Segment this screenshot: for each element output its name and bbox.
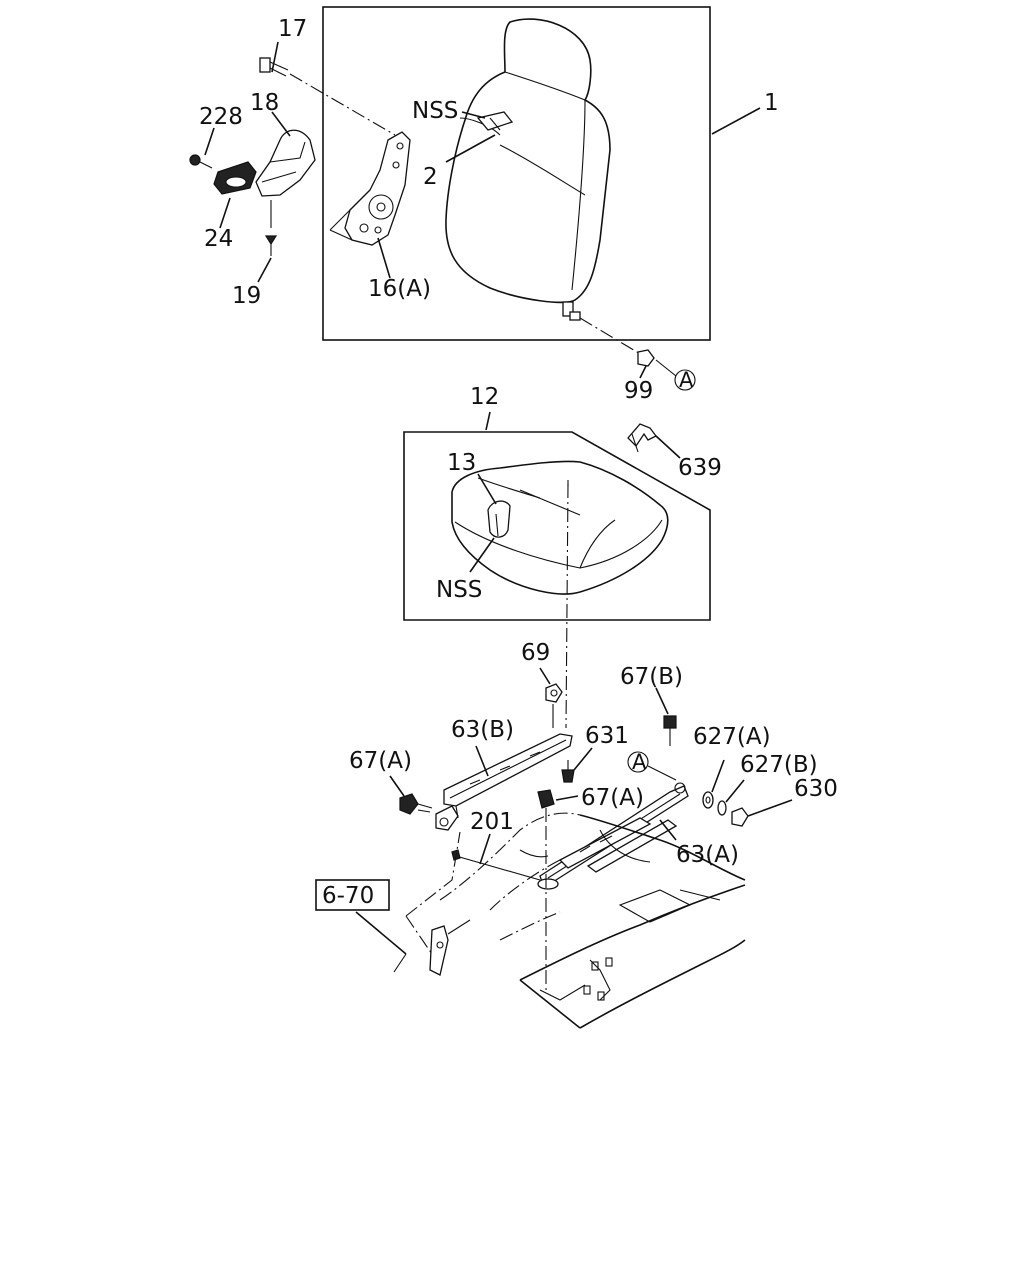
seatback-box: [322, 6, 711, 341]
marker-a-1: [674, 369, 696, 391]
label-639: 639: [678, 455, 722, 481]
label-201: 201: [470, 809, 514, 835]
recliner-bracket: [329, 131, 411, 246]
label-69: 69: [521, 640, 550, 666]
leader-18: [271, 111, 291, 137]
recliner-cover: [255, 129, 316, 197]
leader-ref: [355, 911, 407, 955]
label-627a: 627(A): [693, 724, 771, 750]
seat-cushion: [451, 460, 669, 595]
bolt-201: [451, 849, 541, 881]
cushion-box: [403, 431, 711, 621]
marker-a-2: [627, 751, 649, 773]
leader-marka2: [647, 765, 677, 781]
screw-19: [264, 235, 278, 256]
bolt-67a-left: [399, 793, 433, 815]
label-nss-1: NSS: [412, 98, 458, 124]
label-67b: 67(B): [620, 664, 683, 690]
leader-bolt-17: [289, 73, 396, 136]
recliner-knob: [213, 161, 257, 195]
label-19: 19: [232, 283, 261, 309]
leader-cushion-rail: [565, 483, 569, 729]
leader-nss1: [461, 111, 486, 119]
leader-63a: [659, 819, 677, 841]
leader-63b: [475, 745, 489, 777]
label-17: 17: [278, 16, 307, 42]
leader-201: [479, 833, 491, 865]
leader-16a: [377, 237, 391, 279]
leader-seatback-stud: [579, 317, 643, 356]
reference-box: [315, 879, 390, 911]
seat-rail-63a: [537, 782, 689, 890]
leader-13: [477, 473, 497, 505]
label-13: 13: [447, 450, 476, 476]
label-18: 18: [250, 90, 279, 116]
label-228: 228: [199, 104, 243, 130]
leader-67b: [655, 687, 669, 715]
leader-228: [204, 127, 215, 156]
leader-630: [747, 799, 793, 817]
bolt-67a-mid: [537, 789, 555, 822]
leader-1: [711, 107, 761, 135]
label-63b: 63(B): [451, 717, 514, 743]
clip-639: [627, 423, 657, 453]
leader-17: [271, 41, 279, 73]
label-63a: 63(A): [676, 842, 739, 868]
leader-69: [539, 667, 551, 685]
label-1: 1: [764, 90, 779, 116]
leader-639: [655, 435, 681, 459]
leader-marka1: [655, 359, 677, 377]
label-16a: 16(A): [368, 276, 431, 302]
leader-24: [219, 197, 231, 229]
label-ref-6-70: 6-70: [322, 883, 374, 909]
seatback-cushion: [445, 18, 611, 321]
leader-67a-mid: [555, 795, 579, 801]
leader-2: [445, 134, 496, 163]
seat-rail-63b: [435, 733, 573, 831]
label-631: 631: [585, 723, 629, 749]
leader-627a: [711, 759, 725, 793]
nut-630: [731, 807, 749, 827]
leader-19: [257, 257, 272, 283]
cushion-strap: [487, 500, 511, 538]
label-2: 2: [423, 164, 438, 190]
washer-627a: [702, 791, 714, 809]
marker-a-2-text: A: [632, 750, 647, 774]
label-630: 630: [794, 776, 838, 802]
label-67a-left: 67(A): [349, 748, 412, 774]
leader-627b: [725, 779, 745, 803]
leader-631: [573, 747, 593, 771]
washer-627b: [717, 800, 727, 816]
label-nss-2: NSS: [436, 577, 482, 603]
screw-228: [189, 154, 213, 169]
bolt-631: [561, 760, 575, 783]
bolt-67b: [663, 715, 677, 746]
marker-a-1-text: A: [679, 368, 694, 392]
cover-clip-part: [476, 111, 514, 131]
seatback-stud: [562, 301, 574, 317]
label-67a-mid: 67(A): [581, 785, 644, 811]
label-99: 99: [624, 378, 653, 404]
label-24: 24: [204, 226, 233, 252]
leader-67a-left: [389, 775, 405, 797]
label-627b: 627(B): [740, 752, 818, 778]
leader-99: [639, 365, 647, 379]
leader-12: [485, 411, 491, 431]
leader-nss2: [469, 537, 495, 573]
nut-69: [545, 683, 563, 703]
label-12: 12: [470, 384, 499, 410]
nut-99: [637, 349, 655, 367]
floor-panel: [405, 812, 746, 1029]
